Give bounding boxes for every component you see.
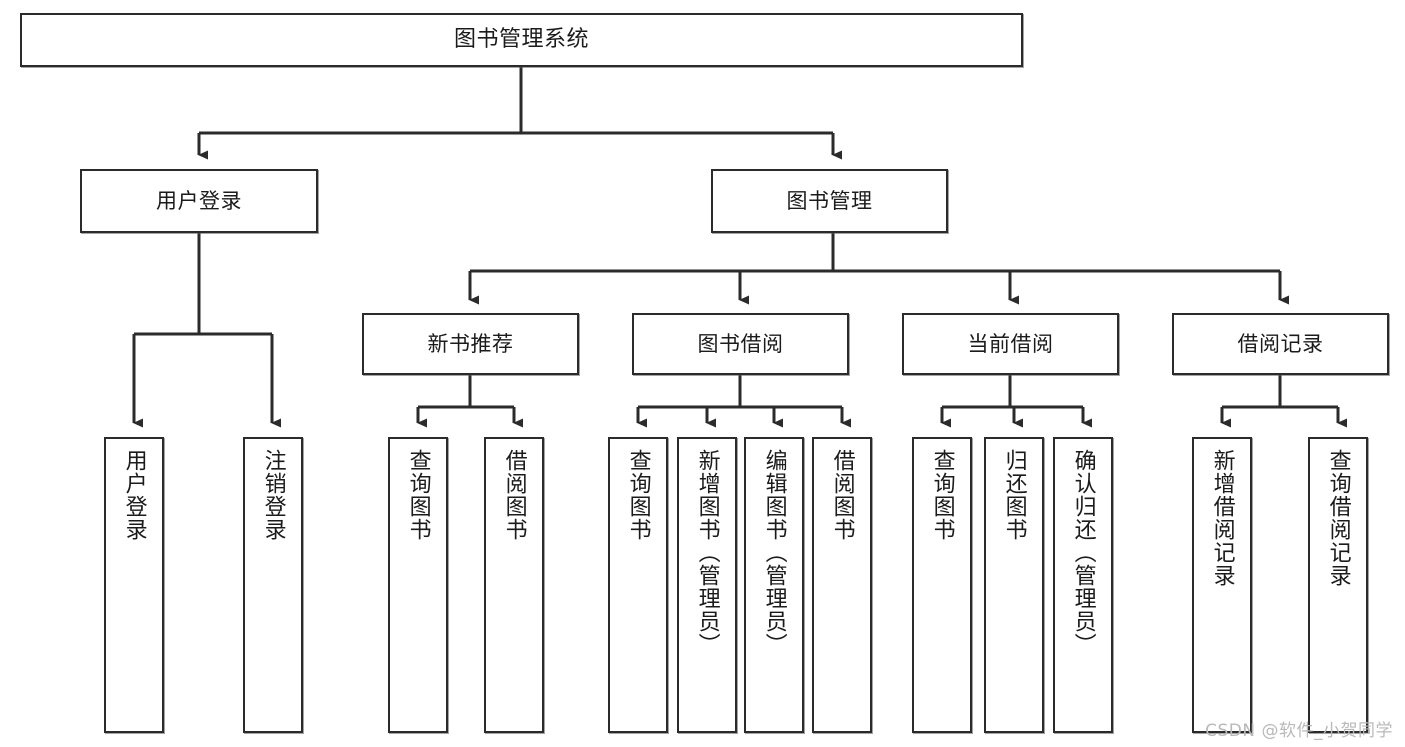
- node-new-book-recommend-label: 新书推荐: [427, 331, 514, 356]
- node-borrow-record-label: 借阅记录: [1237, 331, 1324, 356]
- node-leaf-query-book-a[interactable]: 查询图书: [388, 437, 448, 733]
- node-leaf-query-book-b[interactable]: 查询图书: [608, 437, 668, 733]
- node-leaf-borrow-book-a[interactable]: 借阅图书: [484, 437, 544, 733]
- node-leaf-query-record-label: 查询借阅记录: [1325, 449, 1351, 587]
- node-leaf-confirm-return-label: 确认归还（管理员）: [1070, 449, 1096, 656]
- node-book-manage[interactable]: 图书管理: [711, 169, 948, 233]
- node-leaf-add-book[interactable]: 新增图书（管理员）: [677, 437, 737, 733]
- watermark-text: CSDN @软件_小贺同学: [1205, 721, 1393, 741]
- node-borrow-record[interactable]: 借阅记录: [1172, 313, 1389, 375]
- node-leaf-borrow-book-b-label: 借阅图书: [829, 449, 855, 541]
- node-leaf-query-book-b-label: 查询图书: [625, 449, 651, 541]
- node-leaf-borrow-book-a-label: 借阅图书: [501, 449, 527, 541]
- node-leaf-user-login-label: 用户登录: [121, 449, 147, 541]
- node-leaf-return-book[interactable]: 归还图书: [984, 437, 1044, 733]
- node-leaf-query-book-c[interactable]: 查询图书: [912, 437, 972, 733]
- node-leaf-add-record-label: 新增借阅记录: [1209, 449, 1235, 587]
- node-leaf-edit-book-label: 编辑图书（管理员）: [761, 449, 787, 656]
- node-leaf-confirm-return[interactable]: 确认归还（管理员）: [1053, 437, 1113, 733]
- node-leaf-add-record[interactable]: 新增借阅记录: [1192, 437, 1252, 733]
- node-leaf-logout[interactable]: 注销登录: [243, 437, 303, 733]
- node-new-book-recommend[interactable]: 新书推荐: [362, 313, 579, 375]
- node-root-system[interactable]: 图书管理系统: [20, 13, 1023, 67]
- node-leaf-query-book-c-label: 查询图书: [929, 449, 955, 541]
- node-book-borrow-label: 图书借阅: [697, 331, 784, 356]
- node-current-borrow[interactable]: 当前借阅: [902, 313, 1119, 375]
- node-user-login[interactable]: 用户登录: [80, 169, 318, 233]
- node-leaf-user-login[interactable]: 用户登录: [104, 437, 164, 733]
- node-root-system-label: 图书管理系统: [453, 27, 589, 53]
- node-book-manage-label: 图书管理: [786, 188, 873, 213]
- node-leaf-logout-label: 注销登录: [260, 449, 286, 541]
- node-user-login-label: 用户登录: [156, 188, 242, 213]
- node-leaf-edit-book[interactable]: 编辑图书（管理员）: [744, 437, 804, 733]
- node-leaf-return-book-label: 归还图书: [1001, 449, 1027, 541]
- node-leaf-add-book-label: 新增图书（管理员）: [694, 449, 720, 656]
- node-leaf-query-book-a-label: 查询图书: [405, 449, 431, 541]
- node-book-borrow[interactable]: 图书借阅: [632, 313, 849, 375]
- node-leaf-query-record[interactable]: 查询借阅记录: [1308, 437, 1368, 733]
- node-leaf-borrow-book-b[interactable]: 借阅图书: [812, 437, 872, 733]
- node-current-borrow-label: 当前借阅: [967, 331, 1054, 356]
